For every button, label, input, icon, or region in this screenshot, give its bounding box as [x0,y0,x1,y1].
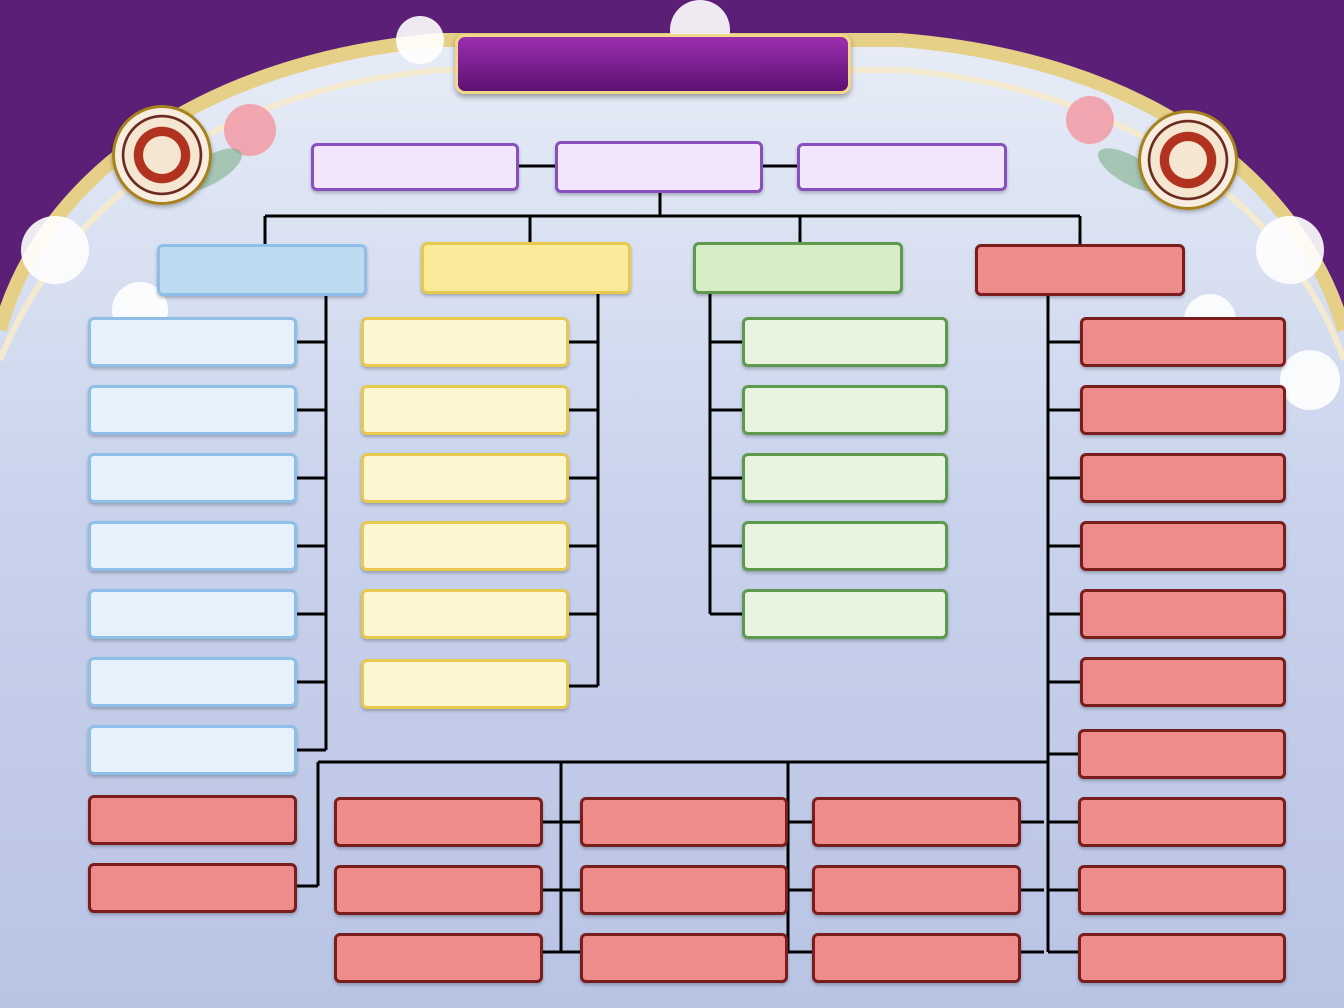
staff-box [361,521,569,571]
director-box [555,141,763,193]
department-box [812,933,1021,983]
staff-box [742,521,948,571]
staff-box [1078,729,1286,779]
department-box [812,865,1021,915]
staff-box [361,317,569,367]
staff-box [361,453,569,503]
department-box [580,797,788,847]
staff-box [1080,521,1286,571]
deputy-box-student-affairs [693,242,903,294]
department-box [334,797,543,847]
staff-box [88,317,297,367]
deputy-box-academic [975,244,1185,296]
staff-box [1080,589,1286,639]
chart-title-banner [455,34,851,94]
staff-box [1080,317,1286,367]
staff-box [742,453,948,503]
staff-box [742,589,948,639]
department-box [580,865,788,915]
staff-box [88,589,297,639]
deputy-box-strategy [421,242,631,294]
staff-box [1080,385,1286,435]
department-box [334,865,543,915]
staff-box [88,725,297,775]
department-box [812,797,1021,847]
staff-box [1078,933,1286,983]
college-seal-left [112,105,212,205]
staff-box [1078,797,1286,847]
staff-box [88,521,297,571]
staff-box [1080,657,1286,707]
department-box [334,933,543,983]
board-committee-box [797,143,1007,191]
staff-box [742,317,948,367]
college-seal-right [1138,110,1238,210]
staff-box [88,385,297,435]
department-box [88,863,297,913]
staff-box [1078,865,1286,915]
staff-box [88,657,297,707]
department-box [580,933,788,983]
department-box [88,795,297,845]
staff-box [1080,453,1286,503]
staff-box [88,453,297,503]
deputy-box-resource [157,244,367,296]
staff-box [361,659,569,709]
admin-committee-box [311,143,519,191]
chart-subtitle [510,100,810,130]
staff-box [361,385,569,435]
staff-box [361,589,569,639]
staff-box [742,385,948,435]
